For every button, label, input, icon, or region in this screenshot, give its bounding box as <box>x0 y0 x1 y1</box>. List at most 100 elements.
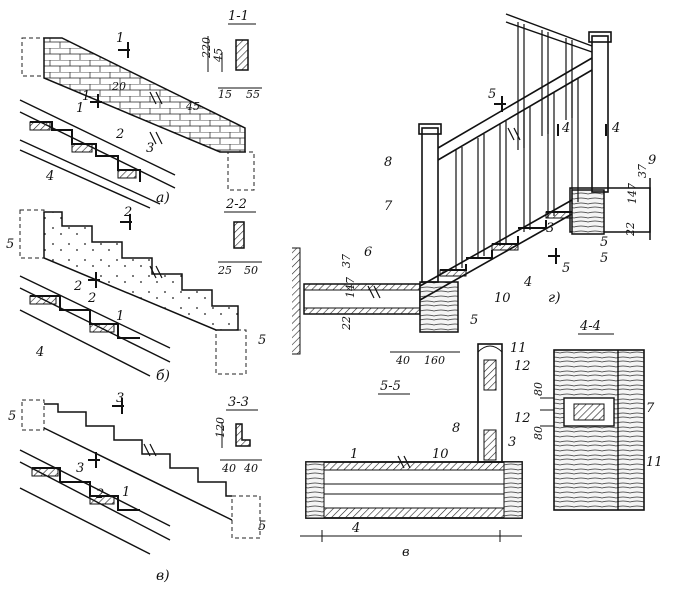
label-g-7: 7 <box>384 199 393 214</box>
section-2-2-profile <box>233 221 245 249</box>
label-v-2: 2 <box>95 487 104 502</box>
label-55-8: 8 <box>452 421 460 436</box>
dim-2-2-25: 25 <box>217 264 232 277</box>
dim-4-4-80b: 80 <box>532 426 545 440</box>
label-55-11: 11 <box>510 341 527 356</box>
label-v-1: 1 <box>122 485 130 500</box>
label-55-4: 4 <box>351 521 360 536</box>
label-b-2-top: 2 <box>123 205 132 220</box>
figure-a: 1 1 1 2 3 4 20 45 а) 1-1 220 45 15 55 <box>19 9 262 209</box>
dim-3-3-120: 120 <box>214 417 227 438</box>
handrail-g <box>437 57 593 161</box>
balusters-g <box>455 22 579 270</box>
section-5-5-title: 5-5 <box>380 379 401 394</box>
dim-1-1-45: 45 <box>212 48 225 63</box>
stringer-steel <box>43 403 233 521</box>
section-5-5: 5-5 11 12 12 8 3 1 10 4 в <box>300 341 531 560</box>
stringer-concrete <box>43 211 239 331</box>
newel-post-lower <box>421 127 439 283</box>
section-4-4: 4-4 80 80 7 11 <box>532 319 663 511</box>
label-g-5-top: 5 <box>488 87 496 102</box>
dim-g-147-upper: 147 <box>626 183 639 204</box>
label-b-2-low: 2 <box>87 291 96 306</box>
section-3-3-title: 3-3 <box>228 395 249 410</box>
label-v-5-left: 5 <box>8 409 16 424</box>
label-g-5-alt: 5 <box>600 251 608 266</box>
dim-g-22-upper: 22 <box>624 222 637 237</box>
label-g-3: 3 <box>546 221 554 236</box>
section-4-4-title: 4-4 <box>579 319 601 334</box>
label-a-3: 3 <box>146 141 154 156</box>
label-v-5-right: 5 <box>258 519 266 534</box>
dim-3-3-40b: 40 <box>243 462 258 475</box>
figure-v: 3 3 2 1 5 5 в) 3-3 120 40 40 <box>8 391 266 584</box>
label-55-1: 1 <box>350 447 358 462</box>
label-a-1-mid: 1 <box>82 89 90 104</box>
wall-block-bottom <box>227 151 255 191</box>
dim-1-1-220: 220 <box>200 37 213 59</box>
wall-block-v-top <box>21 399 45 431</box>
dim-g-160: 160 <box>424 354 445 367</box>
label-g-5-right: 5 <box>562 261 570 276</box>
label-a-1-top: 1 <box>116 31 124 46</box>
label-g-9: 9 <box>648 153 656 168</box>
dim-g-37-upper: 37 <box>636 164 649 178</box>
wall-block-top <box>21 37 45 77</box>
dim-g-22-lower: 22 <box>340 316 353 331</box>
label-b-4: 4 <box>35 345 44 360</box>
dim-g-147-lower: 147 <box>344 277 357 298</box>
caption-v: в) <box>156 568 170 584</box>
stringer-brick <box>43 37 246 153</box>
label-g-4-b: 4 <box>611 121 620 136</box>
figure-b: 2 2 2 1 4 5 5 б) 2-2 25 50 <box>6 197 266 384</box>
label-a-2: 2 <box>115 127 124 142</box>
dim-a-45: 45 <box>185 100 200 113</box>
caption-a: а) <box>156 190 170 206</box>
label-b-5-right: 5 <box>258 333 266 348</box>
label-55-3: 3 <box>508 435 516 450</box>
dim-g-40: 40 <box>395 354 410 367</box>
wood-block-4-4 <box>553 349 645 511</box>
newel-post-upper <box>591 35 609 193</box>
label-55-12-top: 12 <box>514 359 531 374</box>
beam-end-upper <box>571 189 605 235</box>
label-g-4-a: 4 <box>561 121 570 136</box>
label-a-1-low: 1 <box>76 101 84 116</box>
label-g-4-lower: 4 <box>523 275 532 290</box>
baluster-detail <box>477 343 503 463</box>
dim-4-4-80a: 80 <box>532 382 545 396</box>
caption-b: б) <box>156 368 170 384</box>
label-g-5-upperbeam: 5 <box>600 235 608 250</box>
caption-g: г) <box>548 290 561 306</box>
label-b-2-mid: 2 <box>73 279 82 294</box>
label-44-11: 11 <box>646 455 663 470</box>
label-g-5-lowerbeam: 5 <box>470 313 478 328</box>
wall-block-v-bottom <box>231 495 261 539</box>
label-g-8: 8 <box>384 155 392 170</box>
dim-1-1-55: 55 <box>246 88 260 101</box>
label-44-7: 7 <box>646 401 655 416</box>
figure-g: 5 5 4 4 8 7 9 147 37 22 5 3 6 37 147 22 … <box>292 13 656 367</box>
label-a-4: 4 <box>45 169 54 184</box>
label-v-3-top: 3 <box>116 391 124 406</box>
wall-block-b-bottom <box>215 329 247 375</box>
beam-end-lower <box>419 281 459 333</box>
dim-g-37-lower: 37 <box>340 254 353 268</box>
wall-block-b-top <box>19 209 45 259</box>
dim-2-2-50: 50 <box>244 264 258 277</box>
dim-1-1-15: 15 <box>218 88 232 101</box>
label-g-6: 6 <box>364 245 372 260</box>
dim-55-v: в <box>402 545 410 560</box>
dim-3-3-40a: 40 <box>221 462 236 475</box>
label-b-1: 1 <box>116 309 124 324</box>
label-55-12-bottom: 12 <box>514 411 531 426</box>
label-v-3-mid: 3 <box>76 461 84 476</box>
dim-a-20: 20 <box>111 80 126 93</box>
label-b-5-left: 5 <box>6 237 14 252</box>
label-g-10: 10 <box>494 291 511 306</box>
section-1-1-profile <box>235 39 249 71</box>
wall-left-g <box>292 247 301 355</box>
section-2-2-title: 2-2 <box>225 197 247 212</box>
label-55-10: 10 <box>432 447 449 462</box>
